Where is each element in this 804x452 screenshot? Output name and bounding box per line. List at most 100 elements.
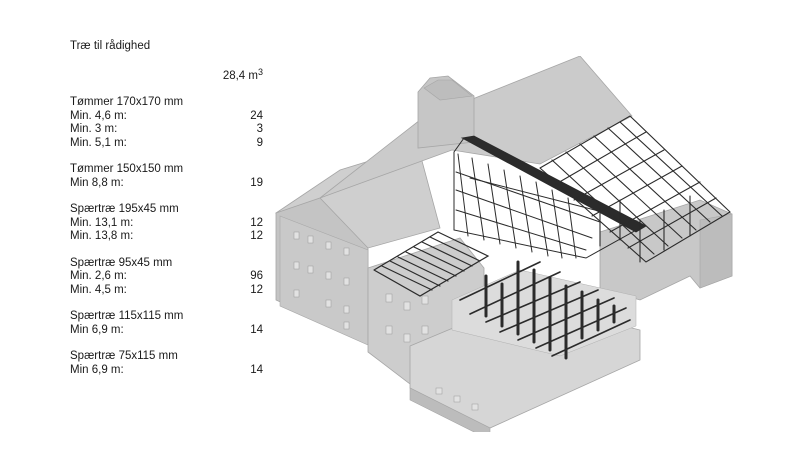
group-heading: Spærtræ 75x115 mm xyxy=(70,350,178,362)
window xyxy=(293,289,300,298)
timber-group-3: Spærtræ 195x45 mm Min. 13,1 m:12 Min. 13… xyxy=(70,203,263,244)
roof-rafter-grid xyxy=(453,137,642,259)
timber-inventory-panel: Træ til rådighed 28,4 m3 Tømmer 170x170 … xyxy=(70,40,263,390)
window xyxy=(293,231,300,240)
window xyxy=(453,395,461,403)
group-heading: Spærtræ 195x45 mm xyxy=(70,203,179,215)
joist xyxy=(413,246,465,272)
group-row: Min. 4,6 m: 24 xyxy=(70,110,263,124)
row-value: 12 xyxy=(250,230,263,242)
joist xyxy=(429,236,481,262)
row-value: 3 xyxy=(256,123,263,135)
frame-edge xyxy=(539,115,731,263)
window xyxy=(307,265,314,274)
rafter xyxy=(457,153,469,237)
row-value: 12 xyxy=(250,283,263,296)
row-label: Min. 3 m: xyxy=(70,123,118,135)
row-label: Min 8,8 m: xyxy=(70,176,124,189)
window xyxy=(471,403,479,411)
frame-edge xyxy=(373,231,490,297)
windows xyxy=(293,231,479,411)
group-heading: Tømmer 170x170 mm xyxy=(70,96,184,108)
window xyxy=(385,325,393,335)
window xyxy=(343,247,350,256)
row-label: Min. 5,1 m: xyxy=(70,136,127,149)
group-row: Min. 13,1 m:12 xyxy=(70,217,263,231)
joist xyxy=(381,265,433,291)
group-row: Min. 13,8 m: 12 xyxy=(70,230,263,244)
truss xyxy=(619,121,723,217)
building-timber-illustration xyxy=(275,56,733,432)
row-label: Min. 4,5 m: xyxy=(70,283,127,296)
group-row: Min. 4,5 m: 12 xyxy=(70,284,263,298)
timber-group-1: Tømmer 170x170 mm Min. 4,6 m: 24 Min. 3 m… xyxy=(70,96,263,150)
rafter xyxy=(487,163,501,245)
main-building-roof xyxy=(319,56,633,199)
group-row: Min 8,8 m: 19 xyxy=(70,177,263,191)
beam xyxy=(517,297,615,341)
timber-group-4: Spærtræ 95x45 mm Min. 2,6 m:96 Min. 4,5 … xyxy=(70,257,263,298)
beam xyxy=(485,281,581,323)
panel-title: Træ til rådighed xyxy=(70,40,151,52)
row-value: 14 xyxy=(250,323,263,336)
row-label: Min. 13,8 m: xyxy=(70,230,134,242)
rafter xyxy=(551,189,563,259)
truss xyxy=(579,143,683,239)
group-row: Min 6,9 m:14 xyxy=(70,324,263,338)
batten xyxy=(555,131,647,185)
beam xyxy=(459,261,541,301)
group-heading: Tømmer 150x150 mm xyxy=(70,163,184,175)
window xyxy=(343,277,350,286)
group-row: Min. 3 m: 3 xyxy=(70,123,263,137)
purlin xyxy=(455,189,593,239)
window xyxy=(343,305,350,314)
grid-edge xyxy=(453,137,642,259)
window xyxy=(403,333,411,343)
rafter xyxy=(471,157,485,241)
truss xyxy=(551,159,655,255)
window xyxy=(421,325,429,335)
window xyxy=(385,293,393,303)
window xyxy=(403,301,411,311)
window xyxy=(325,271,332,280)
row-label: Min. 4,6 m: xyxy=(70,109,127,122)
timber-group-6: Spærtræ 75x115 mm Min 6,9 m:14 xyxy=(70,350,263,377)
tower-cap xyxy=(423,79,473,101)
rafter xyxy=(567,197,577,259)
beam xyxy=(551,319,631,357)
batten xyxy=(609,181,701,233)
row-value: 24 xyxy=(250,109,263,122)
row-value: 19 xyxy=(250,176,263,189)
truss xyxy=(607,127,711,223)
joist xyxy=(389,260,441,287)
batten xyxy=(573,149,665,201)
rafter xyxy=(535,181,549,257)
window xyxy=(421,295,429,305)
timber-group-2: Tømmer 150x150 mm Min 8,8 m: 19 xyxy=(70,163,263,190)
joist xyxy=(397,256,449,282)
row-value: 96 xyxy=(250,270,263,282)
truss xyxy=(565,151,669,247)
window xyxy=(435,387,443,395)
total-volume: 28,4 m3 xyxy=(70,66,263,82)
group-heading: Spærtræ 115x115 mm xyxy=(70,310,184,322)
purlin xyxy=(455,209,587,251)
row-value: 12 xyxy=(250,216,263,229)
group-row: Min 6,9 m:14 xyxy=(70,364,263,378)
group-row: Min. 2,6 m:96 xyxy=(70,270,263,284)
left-joist-frame xyxy=(373,231,490,297)
total-volume-value: 28,4 m xyxy=(222,70,258,82)
courtyard-posts xyxy=(484,260,616,360)
group-heading: Spærtræ 95x45 mm xyxy=(70,256,173,269)
window xyxy=(293,261,300,270)
lower-wing-front xyxy=(409,387,491,432)
timber-group-5: Spærtræ 115x115 mm Min 6,9 m:14 xyxy=(70,310,263,337)
right-block-end xyxy=(699,213,733,289)
beam xyxy=(469,271,561,315)
row-label: Min 6,9 m: xyxy=(70,363,124,376)
window xyxy=(343,321,350,330)
courtyard-beams xyxy=(459,261,631,357)
batten xyxy=(591,165,683,217)
window xyxy=(325,299,332,308)
total-volume-exponent: 3 xyxy=(257,67,263,77)
